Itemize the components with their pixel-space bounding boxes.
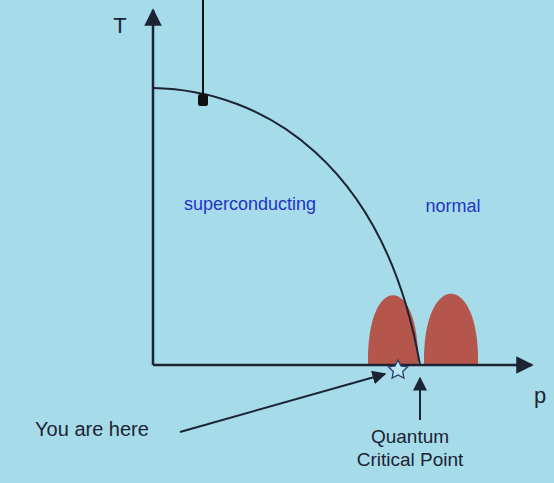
pointer-arrow [419, 378, 421, 420]
temperature-axis [152, 10, 155, 365]
fluctuation-dome [368, 295, 418, 365]
callout-label: You are here [35, 417, 149, 441]
phase-boundary [153, 88, 420, 365]
pressure-axis [153, 364, 532, 367]
you-are-here-star [389, 360, 408, 378]
pointer-arrow [180, 374, 385, 432]
axis-label: p [534, 383, 546, 409]
microphone-cable [202, 0, 204, 95]
callout-label: Quantum Critical Point [340, 426, 480, 472]
phase-label: normal [425, 196, 480, 218]
fluctuation-dome [424, 294, 478, 365]
microphone [198, 94, 208, 106]
phase-label: superconducting [184, 194, 316, 216]
axis-label: T [113, 13, 126, 39]
